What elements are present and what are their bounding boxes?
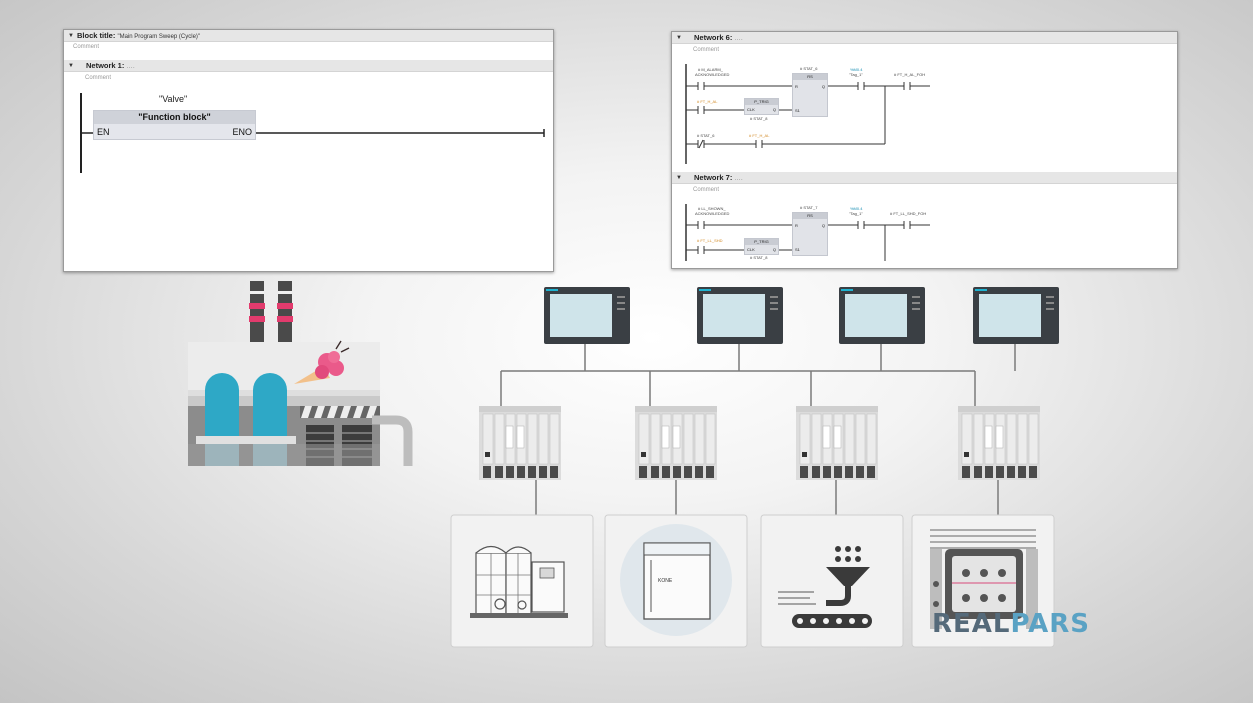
plc-rack-4[interactable] — [958, 406, 1040, 480]
plc-rack-1[interactable] — [479, 406, 561, 480]
ice-cream-factory-illustration — [188, 281, 413, 466]
n7-rs-s1-pin: S1 — [795, 247, 800, 252]
ladder-network-6-7-rungs — [685, 64, 930, 261]
hmi-panel-3[interactable] — [839, 287, 925, 344]
n6-row3-stat-tag: # STAT_6 — [697, 133, 715, 138]
network-1-dots: .... — [126, 61, 135, 70]
machine-card-depositor[interactable] — [760, 514, 904, 648]
ladder-network-panel: ▼ Network 6: .... Comment — [671, 31, 1178, 269]
block-title-header[interactable]: ▼ Block title: "Main Program Sweep (Cycl… — [64, 30, 553, 42]
en-pin: EN — [97, 127, 110, 137]
n7-p-trig-clk: CLK — [747, 247, 755, 252]
n6-rs-block[interactable]: RS R Q S1 — [792, 73, 828, 117]
network-1-label: Network 1: — [86, 61, 125, 70]
n6-p-trig-clk: CLK — [747, 107, 755, 112]
network-6-comment[interactable]: Comment — [693, 47, 720, 53]
chimney-right — [278, 281, 292, 347]
collapse-triangle-icon[interactable]: ▼ — [68, 33, 74, 39]
instance-db-label: "Valve" — [159, 94, 188, 104]
n6-p-trig-title: P_TRIG — [745, 99, 778, 105]
network-6-label: Network 6: — [694, 33, 733, 42]
n7-rs-title: RS — [793, 213, 827, 219]
funnel-icon — [826, 567, 870, 586]
realpars-logo: REALPARS — [932, 609, 1090, 639]
n7-rs-q-pin: Q — [821, 223, 825, 228]
n7-trig-input-tag: # FT_LL_SHD — [697, 238, 723, 243]
n6-trig-input-tag: # FT_H_AL — [697, 99, 718, 104]
network-bus — [500, 344, 1016, 515]
collapse-triangle-icon[interactable]: ▼ — [676, 175, 682, 181]
n7-rs-r-pin: R — [795, 223, 798, 228]
hmi-panel-4[interactable] — [973, 287, 1059, 344]
n6-output-tag: "Tag_1" — [849, 72, 863, 77]
n6-p-trig-stat: # STAT_8 — [750, 116, 768, 121]
network-1-comment[interactable]: Comment — [85, 75, 112, 81]
n6-output-address: %M0.4 — [850, 67, 863, 72]
block-editor-panel: ▼ Block title: "Main Program Sweep (Cycl… — [63, 29, 554, 272]
network-7-label: Network 7: — [694, 173, 733, 182]
n6-contact1-tag-line1: # M_ALARM_ — [698, 67, 723, 72]
n7-coil-tag: # FT_LL_SHD_FOH — [890, 211, 927, 216]
chimney-left — [250, 281, 264, 347]
block-comment[interactable]: Comment — [73, 44, 100, 50]
plc-rack-3[interactable] — [796, 406, 878, 480]
n6-coil-tag: # FT_H_AL_FOH — [894, 72, 926, 77]
machine-card-freezer[interactable]: KONE — [604, 514, 748, 648]
n7-p-trig-block[interactable]: P_TRIG CLK Q — [744, 238, 779, 255]
eno-pin: ENO — [232, 127, 252, 137]
block-title-label: Block title: — [77, 31, 116, 40]
network-6-header[interactable]: ▼ Network 6: .... — [672, 32, 1177, 44]
n7-rs-block[interactable]: RS R Q S1 — [792, 212, 828, 256]
plc-rack-2[interactable] — [635, 406, 717, 480]
n7-rs-instance: # STAT_7 — [800, 205, 818, 210]
n6-rs-q-pin: Q — [821, 84, 825, 89]
block-title-value: "Main Program Sweep (Cycle)" — [117, 34, 201, 40]
n7-p-trig-title: P_TRIG — [745, 239, 778, 245]
network-7-comment[interactable]: Comment — [693, 187, 720, 193]
n6-p-trig-block[interactable]: P_TRIG CLK Q — [744, 98, 779, 115]
n6-p-trig-q: Q — [772, 107, 776, 112]
machine-card-packaging[interactable] — [911, 514, 1055, 648]
n6-contact1-tag-line2: ACKNOWLEDGED — [695, 72, 730, 77]
machine-card-process-skid[interactable] — [450, 514, 594, 648]
collapse-triangle-icon[interactable]: ▼ — [68, 63, 74, 69]
n6-row3-orange-tag: # FT_H_AL — [749, 133, 770, 138]
n6-rs-title: RS — [793, 74, 827, 80]
ladder-rungs — [80, 93, 545, 173]
n7-p-trig-q: Q — [772, 247, 776, 252]
function-block-title: "Function block" — [94, 111, 255, 124]
n7-output-address: %M0.4 — [850, 206, 863, 211]
hmi-panel-2[interactable] — [697, 287, 783, 344]
logo-part2: PARS — [1010, 609, 1091, 639]
n6-rs-s1-pin: S1 — [795, 108, 800, 113]
logo-part1: REAL — [932, 609, 1011, 639]
network-6-dots: .... — [734, 33, 743, 42]
network-1-header[interactable]: ▼ Network 1: .... — [64, 60, 553, 72]
n6-rs-instance: # STAT_6 — [800, 66, 818, 71]
n6-rs-r-pin: R — [795, 84, 798, 89]
n7-p-trig-stat: # STAT_8 — [750, 255, 768, 260]
freezer-brand-text: KONE — [658, 578, 673, 584]
n7-contact1-tag-line2: ACKNOWLEDGED — [695, 211, 730, 216]
n7-contact1-tag-line1: # LL_SHOWN_ — [698, 206, 726, 211]
n7-output-tag: "Tag_1" — [849, 211, 863, 216]
hmi-panel-1[interactable] — [544, 287, 630, 344]
collapse-triangle-icon[interactable]: ▼ — [676, 35, 682, 41]
network-7-dots: .... — [734, 173, 743, 182]
conveyor-icon — [792, 614, 872, 628]
function-block[interactable]: "Function block" EN ENO — [93, 110, 256, 140]
network-7-header[interactable]: ▼ Network 7: .... — [672, 172, 1177, 184]
